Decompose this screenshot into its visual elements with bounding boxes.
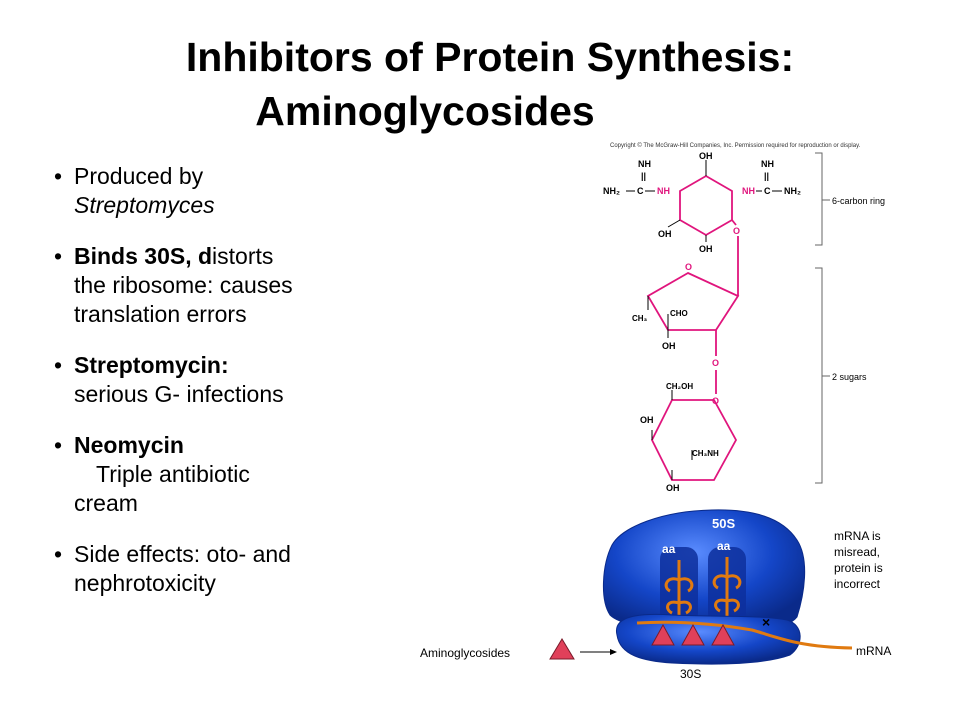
oh-ring-left: OH	[658, 229, 672, 239]
cho-sugar: CHO	[670, 309, 688, 318]
label-50s: 50S	[712, 516, 735, 531]
bullet-5-line-2: nephrotoxicity	[74, 570, 216, 596]
note-line-4: incorrect	[834, 577, 881, 591]
nh2-right: NH₂	[784, 186, 801, 196]
bullet-4-bold: Neomycin	[74, 432, 184, 458]
note-line-3: protein is	[834, 561, 883, 575]
o-pyranose: O	[712, 396, 719, 406]
bullet-3-bold: Streptomycin:	[74, 352, 229, 378]
o-furanose: O	[685, 262, 692, 272]
bullet-produced-by: Produced by Streptomyces	[52, 162, 392, 220]
bullet-5-line-1: Side effects: oto- and	[74, 541, 291, 567]
aminoglycoside-triangle-free	[549, 638, 575, 660]
label-2-sugars: 2 sugars	[832, 372, 867, 382]
bullet-1-line-1: Produced by	[74, 163, 204, 189]
bullet-list: Produced by Streptomyces Binds 30S, dist…	[52, 162, 392, 598]
oh-furanose: OH	[662, 341, 676, 351]
double-bond-left: ||	[641, 171, 646, 181]
bullet-streptomycin: Streptomycin: serious G- infections	[52, 351, 392, 409]
aminoglycoside-triangle-1	[651, 623, 675, 646]
label-aminoglycosides: Aminoglycosides	[420, 646, 510, 660]
bullet-2-line-2: the ribosome: causes	[74, 272, 293, 298]
oh-ring-top: OH	[699, 151, 713, 161]
trna-2	[712, 557, 742, 625]
slide-title: Inhibitors of Protein Synthesis: Aminogl…	[0, 30, 960, 138]
nh2-left: NH₂	[603, 186, 620, 196]
ribosome-50s-shape	[602, 509, 806, 633]
mrna-strand	[636, 620, 853, 650]
bullet-2-rest: istorts	[212, 243, 274, 269]
double-bond-right: ||	[764, 171, 769, 181]
note-line-2: misread,	[834, 545, 880, 559]
o-link-2: O	[712, 358, 719, 368]
c-left: C	[637, 186, 644, 196]
bullet-3-line-2: serious G- infections	[74, 381, 284, 407]
nh-top-left: NH	[638, 159, 651, 169]
oh-pyranose-left: OH	[640, 415, 654, 425]
bullet-4-line-2: Triple antibiotic	[96, 461, 250, 487]
aminoglycoside-triangle-3	[711, 623, 735, 646]
ch2oh-sugar: CH₂OH	[666, 382, 693, 391]
bullet-2-bold: Binds 30S, d	[74, 243, 213, 269]
trna-1	[664, 560, 694, 625]
bullet-binds-30s: Binds 30S, distorts the ribosome: causes…	[52, 242, 392, 329]
c-right: C	[764, 186, 771, 196]
ch3nh-sugar: CH₃NH	[692, 449, 719, 458]
label-aa-2: aa	[717, 539, 731, 553]
bullet-4-line-3: cream	[74, 490, 138, 516]
note-line-1: mRNA is	[834, 529, 881, 543]
o-link-1: O	[733, 226, 740, 236]
label-mrna: mRNA	[856, 644, 891, 658]
label-6-carbon-ring: 6-carbon ring	[832, 196, 885, 206]
ch3-sugar: CH₃	[632, 314, 648, 323]
nh-top-right: NH	[761, 159, 774, 169]
bullet-side-effects: Side effects: oto- and nephrotoxicity	[52, 540, 392, 598]
error-mark: ×	[762, 614, 770, 630]
bullet-neomycin: Neomycin Triple antibiotic cream	[52, 431, 392, 518]
ribosome-diagram: 50S aa aa 30S mRNA × Aminoglycosides mRN…	[420, 509, 891, 680]
label-30s: 30S	[680, 667, 701, 680]
oh-ring-bottom: OH	[699, 244, 713, 254]
copyright-note: Copyright © The McGraw-Hill Companies, I…	[610, 142, 861, 149]
title-line-1: Inhibitors of Protein Synthesis:	[185, 34, 795, 80]
aminoglycoside-triangle-2	[681, 623, 705, 646]
bullet-1-organism: Streptomyces	[74, 192, 215, 218]
streptomycin-structure: Copyright © The McGraw-Hill Companies, I…	[603, 142, 885, 493]
nh-pink-left: NH	[657, 186, 670, 196]
title-line-2: Aminoglycosides	[255, 88, 595, 134]
bullet-2-line-3: translation errors	[74, 301, 247, 327]
label-aa-1: aa	[662, 542, 676, 556]
nh-pink-right: NH	[742, 186, 755, 196]
oh-pyranose-bottom: OH	[666, 483, 680, 493]
